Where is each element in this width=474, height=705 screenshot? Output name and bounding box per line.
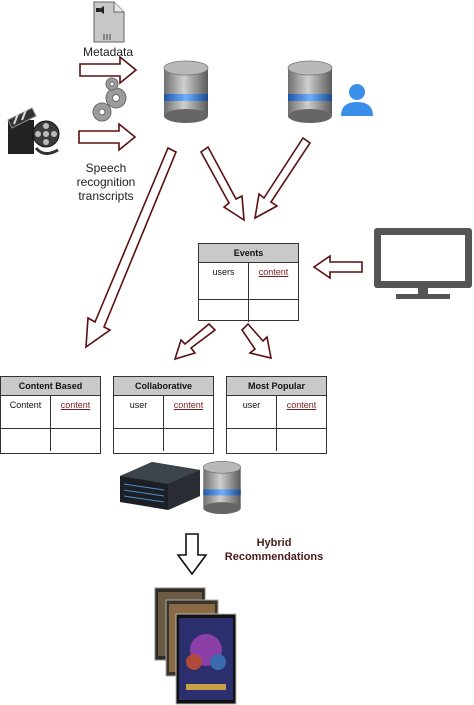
collaborative-empty-cell — [164, 429, 213, 451]
speech-label-line3: transcripts — [78, 189, 134, 203]
most-popular-title: Most Popular — [227, 377, 326, 396]
content-based-col2: content — [60, 400, 91, 410]
most-popular-table: Most Popular user content — [226, 376, 327, 454]
database-icon-models — [202, 460, 242, 515]
arrow-video-to-db — [78, 122, 137, 152]
events-col-content: content — [258, 267, 289, 277]
movie-posters-icon — [154, 587, 237, 705]
content-based-table: Content Based Content content — [0, 376, 101, 454]
arrow-db-to-events-left — [199, 145, 245, 222]
arrow-down-to-hybrid — [176, 533, 208, 576]
arrow-tv-to-events — [312, 254, 363, 280]
collaborative-col2: content — [173, 400, 204, 410]
most-popular-col1: user — [227, 396, 277, 428]
tv-monitor-icon — [374, 228, 472, 299]
events-empty-cell — [199, 300, 249, 322]
most-popular-empty-cell — [277, 429, 326, 451]
arrow-events-to-collaborative — [173, 322, 217, 361]
speech-label-line2: recognition — [76, 175, 136, 189]
most-popular-col2: content — [286, 400, 317, 410]
content-based-title: Content Based — [1, 377, 100, 396]
document-icon — [93, 1, 125, 43]
events-table-title: Events — [199, 244, 298, 263]
arrow-events-to-most-popular — [240, 322, 273, 360]
gears-icon — [92, 77, 127, 122]
events-table: Events users content — [198, 243, 299, 322]
film-reel-icon — [7, 107, 60, 155]
collaborative-table: Collaborative user content — [113, 376, 214, 454]
events-empty-cell — [249, 300, 298, 322]
content-based-empty-cell — [51, 429, 100, 451]
most-popular-empty-cell — [227, 429, 277, 451]
events-col-users: users — [199, 263, 249, 299]
content-based-empty-cell — [1, 429, 51, 451]
database-icon-content — [163, 60, 209, 124]
server-icon — [120, 462, 200, 510]
metadata-label: Metadata — [83, 45, 134, 59]
database-icon-users — [287, 60, 333, 124]
content-based-col1: Content — [1, 396, 51, 428]
arrow-db-to-content-based — [85, 146, 178, 349]
arrow-metadata-to-db — [79, 55, 138, 85]
collaborative-empty-cell — [114, 429, 164, 451]
collaborative-col1: user — [114, 396, 164, 428]
speech-label-line1: Speech — [85, 161, 127, 175]
hybrid-recommendations-label: Hybrid Recommendations — [214, 536, 334, 564]
arrow-db-to-events-right — [253, 136, 312, 220]
hybrid-label-line1: Hybrid — [256, 537, 292, 549]
user-icon — [341, 84, 373, 116]
collaborative-title: Collaborative — [114, 377, 213, 396]
hybrid-label-line2: Recommendations — [224, 551, 324, 563]
